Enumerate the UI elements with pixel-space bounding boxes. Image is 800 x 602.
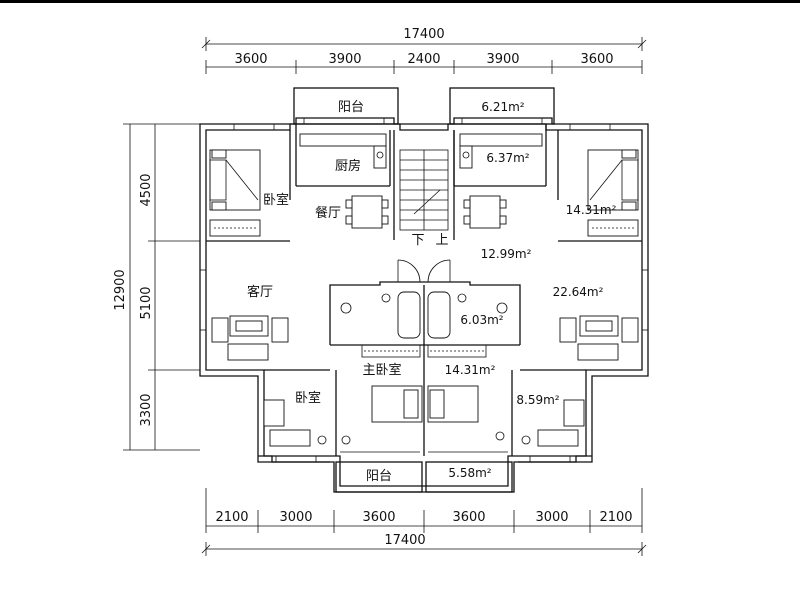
- kitchen-counter-left: [299, 133, 387, 147]
- dim-left-seg-2: 5100: [139, 286, 154, 319]
- dining-table-left-icon: [351, 195, 383, 229]
- dim-top-total: 17400: [403, 27, 444, 42]
- dining-table-right-icon: [469, 195, 501, 229]
- bathroom-fixtures: [340, 291, 508, 339]
- bathtub-right-icon: [427, 291, 451, 339]
- area-dining: 12.99m²: [481, 247, 532, 261]
- bed-left-icon: [209, 149, 261, 211]
- dim-left-seg-1: 4500: [139, 173, 154, 206]
- master-beds: [341, 385, 505, 445]
- label-master-bedroom: 主卧室: [362, 362, 401, 378]
- label-bedroom-small: 卧室: [295, 390, 321, 406]
- window-marks: [199, 117, 649, 463]
- dim-left-total: 12900: [113, 269, 128, 310]
- bed-small-left-icon: [263, 399, 285, 427]
- room-labels: 阳台 6.21m² 厨房 6.37m² 卧室 14.31m² 餐厅 12.99m…: [247, 100, 617, 484]
- wardrobe-left: [361, 344, 421, 358]
- label-kitchen: 厨房: [335, 158, 361, 174]
- top-border-bar: [0, 0, 800, 3]
- dim-bottom-seg-1: 2100: [215, 510, 248, 525]
- area-living: 22.64m²: [553, 285, 604, 299]
- label-balcony-bottom: 阳台: [366, 469, 392, 484]
- dim-top-seg-4: 3900: [486, 52, 519, 67]
- bed-small-right-icon: [563, 399, 585, 427]
- area-balcony-bottom: 5.58m²: [448, 466, 491, 480]
- area-bedroom-right: 14.31m²: [566, 203, 617, 217]
- dim-top-seg-3: 2400: [407, 52, 440, 67]
- bottom-dimension-group: 2100 3000 3600 3600 3000 2100 17400: [201, 488, 647, 556]
- dim-bottom-seg-5: 3000: [535, 510, 568, 525]
- label-balcony-top: 阳台: [338, 100, 364, 115]
- furniture-left-unit: [209, 133, 389, 447]
- wardrobe-right: [427, 344, 487, 358]
- area-master-bedroom: 14.31m²: [445, 363, 496, 377]
- stair-up-label: 上: [435, 233, 448, 248]
- staircase: 下 上: [397, 149, 451, 283]
- dim-top-seg-1: 3600: [234, 52, 267, 67]
- label-living: 客厅: [247, 284, 273, 300]
- furniture-right-unit: [459, 133, 639, 447]
- area-balcony-top: 6.21m²: [481, 100, 524, 114]
- area-kitchen: 6.37m²: [486, 151, 529, 165]
- balcony-bottom-left: [335, 461, 423, 493]
- area-bedroom-small: 8.59m²: [516, 393, 559, 407]
- dim-top-seg-2: 3900: [328, 52, 361, 67]
- dim-bottom-seg-3: 3600: [362, 510, 395, 525]
- kitchen-counter-right: [459, 133, 543, 147]
- dim-left-seg-3: 3300: [139, 393, 154, 426]
- dim-bottom-seg-2: 3000: [279, 510, 312, 525]
- stair-down-label: 下: [411, 233, 424, 248]
- dim-top-seg-5: 3600: [580, 52, 613, 67]
- bathtub-left-icon: [397, 291, 421, 339]
- interior-walls: [206, 124, 642, 456]
- label-dining: 餐厅: [315, 205, 341, 221]
- balcony-bottom-right: [425, 461, 513, 493]
- top-dimension-group: 17400 3600 3900 2400 3900 3600: [201, 27, 647, 74]
- dim-bottom-seg-6: 2100: [599, 510, 632, 525]
- area-bathroom: 6.03m²: [460, 313, 503, 327]
- label-bedroom-left: 卧室: [263, 192, 289, 208]
- left-dimension-group: 12900 4500 5100 3300: [113, 123, 200, 451]
- dim-bottom-total: 17400: [384, 533, 425, 548]
- bed-right-icon: [587, 149, 639, 211]
- dim-bottom-seg-4: 3600: [452, 510, 485, 525]
